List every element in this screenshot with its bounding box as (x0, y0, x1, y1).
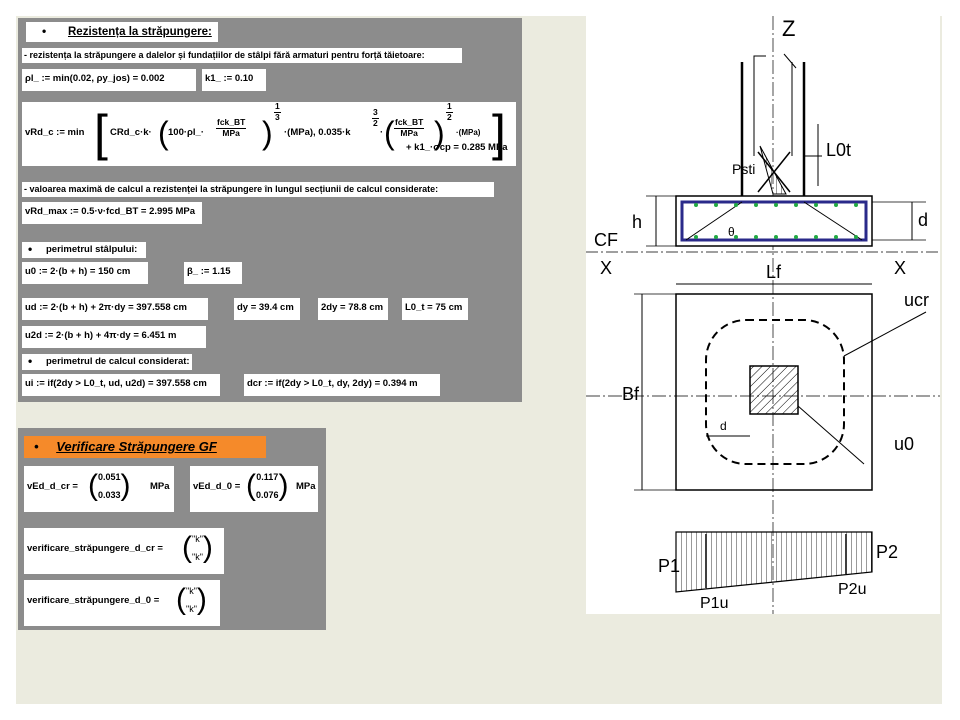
label-lf: Lf (766, 262, 782, 282)
label-p2: P2 (876, 542, 898, 562)
vrdmax-formula: vRd_max := 0.5·ν·fcd_BT = 2.995 MPa (22, 202, 202, 224)
heading-bullet: • (42, 24, 47, 38)
k1-definition: k1_ := 0.10 (202, 69, 266, 91)
vrdc-result (402, 154, 516, 168)
label-cf: CF (594, 230, 618, 250)
label-x-left: X (600, 258, 612, 278)
footing-plan (675, 293, 873, 491)
label-d-top: d (918, 210, 928, 230)
label-psti: Psti (732, 161, 755, 177)
check-0-matrix: verificare_străpungere_d_0 = ("k""k") (24, 580, 220, 626)
label-l0t: L0t (826, 140, 851, 160)
ui-formula: ui := if(2dy > L0_t, ud, u2d) = 397.558 … (22, 374, 220, 396)
verification-bullet: • (34, 439, 39, 454)
vrdc-formula: vRd_c := min [ CRd_c·k· ( 100·ρl_· fck_B… (22, 102, 516, 166)
footing-reinforcement (680, 200, 868, 242)
label-p1: P1 (658, 556, 680, 576)
critical-perimeter (705, 319, 845, 465)
check-cr-matrix: verificare_străpungere_d_cr = ("k""k") (24, 528, 224, 574)
label-x-right: X (894, 258, 906, 278)
u0-formula: u0 := 2·(b + h) = 150 cm (22, 262, 148, 284)
heading-box: • Rezistența la străpungere: (26, 22, 218, 42)
label-bf: Bf (622, 384, 640, 404)
label-p1u: P1u (700, 595, 728, 612)
two-dy-value: 2dy = 78.8 cm (318, 298, 388, 320)
label-d-plan: d (720, 419, 727, 433)
label-h: h (632, 212, 642, 232)
vrdc-tail: + k1_·σcp = 0.285 MPa (406, 142, 508, 153)
verification-title-text: Verificare Străpungere GF (56, 439, 217, 454)
pressure-diagram (675, 531, 873, 593)
dy-value: dy = 39.4 cm (234, 298, 300, 320)
verification-panel: • Verificare Străpungere GF vEd_d_cr = (… (18, 428, 326, 630)
ud-formula: ud := 2·(b + h) + 2π·dy = 397.558 cm (22, 298, 208, 320)
perimeter-column-label: • perimetrul stâlpului: (22, 242, 146, 258)
verification-title: • Verificare Străpungere GF (24, 436, 266, 458)
perimeter-calc-label: • perimetrul de calcul considerat: (22, 354, 192, 370)
rebar-dots (694, 203, 858, 239)
beta-definition: β_ := 1.15 (184, 262, 242, 284)
label-angle: θ (728, 225, 735, 239)
foundation-drawing: Z L0t Psti θ h d CF X X (586, 16, 940, 614)
label-ucr: ucr (904, 290, 929, 310)
dcr-formula: dcr := if(2dy > L0_t, dy, 2dy) = 0.394 m (244, 374, 440, 396)
u2d-formula: u2d := 2·(b + h) + 4π·dy = 6.451 m (22, 326, 206, 348)
label-u0: u0 (894, 434, 914, 454)
label-p2u: P2u (838, 581, 866, 598)
description-line-2: - valoarea maximă de calcul a rezistențe… (22, 182, 494, 197)
footing-section (675, 195, 873, 247)
label-z: Z (782, 16, 795, 41)
rho-definition: ρl_ := min(0.02, ρy_jos) = 0.002 (22, 69, 196, 91)
description-line-1: - rezistența la străpungere a dalelor și… (22, 48, 462, 63)
l0t-value: L0_t = 75 cm (402, 298, 468, 320)
calculation-panel: • Rezistența la străpungere: - rezistenț… (18, 18, 522, 402)
column-plan (749, 365, 799, 415)
foundation-drawing-svg: Z L0t Psti θ h d CF X X (586, 16, 940, 614)
heading-text: Rezistența la străpungere: (68, 26, 212, 38)
